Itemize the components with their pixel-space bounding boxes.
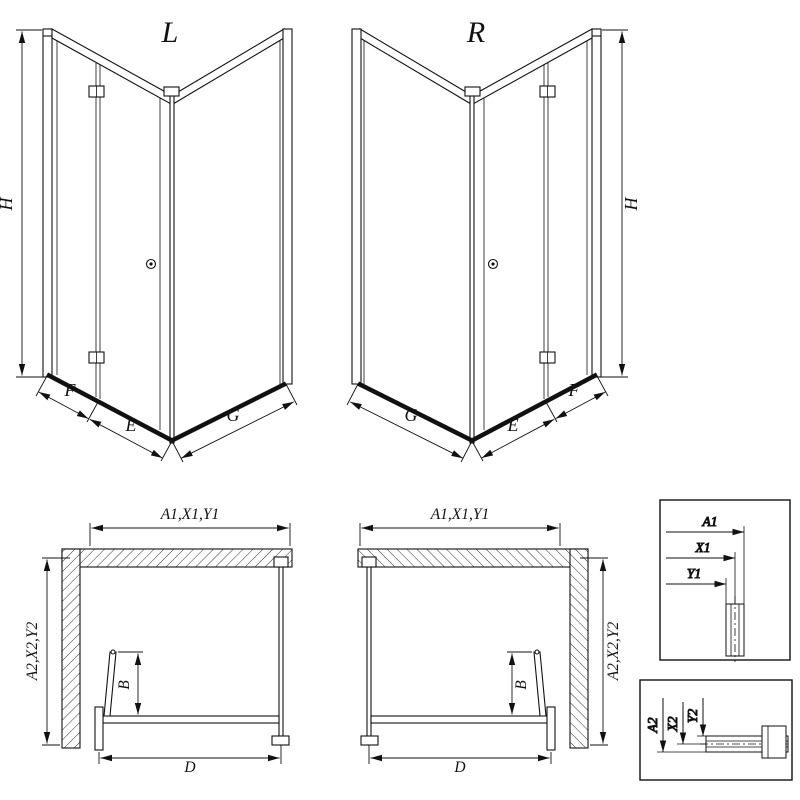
detail-label-a2: A2 — [645, 717, 660, 733]
view-l-plan: A1,X1,Y1 A2,X2,Y2 B D — [24, 506, 292, 776]
detail-label-x2: X2 — [665, 716, 680, 732]
detail-label-a1: A1 — [702, 514, 718, 529]
dim-label-b-plan-l: B — [116, 680, 133, 690]
dim-label-f-r: F — [568, 380, 581, 400]
dim-label-depth-plan-r: A2,X2,Y2 — [605, 621, 622, 681]
detail-profile-bottom: A2 X2 Y2 — [639, 679, 793, 781]
dim-label-h-l: H — [0, 197, 16, 212]
enclosure-3d-l — [16, 29, 297, 462]
view-l-title: L — [161, 16, 179, 49]
dim-label-b-plan-r: B — [513, 680, 530, 690]
dim-label-depth-plan-l: A2,X2,Y2 — [24, 621, 41, 681]
dim-label-width-plan-r: A1,X1,Y1 — [430, 506, 490, 523]
view-l-3d: L H F E G — [0, 16, 297, 462]
detail-label-y1: Y1 — [687, 566, 701, 581]
dim-label-e-r: E — [507, 415, 519, 435]
detail-label-x1: X1 — [695, 540, 711, 555]
detail-label-y2: Y2 — [685, 709, 700, 724]
dim-label-d-plan-r: D — [453, 759, 465, 776]
view-r-plan: A1,X1,Y1 A2,X2,Y2 B D — [358, 506, 622, 776]
dim-label-d-plan-l: D — [183, 759, 195, 776]
dim-label-h-r: H — [621, 197, 641, 212]
dim-label-width-plan-l: A1,X1,Y1 — [160, 506, 220, 523]
enclosure-3d-r — [347, 29, 628, 462]
view-r-3d: R H F E G — [347, 16, 641, 462]
enclosure-plan-l — [42, 523, 292, 764]
view-r-title: R — [466, 16, 485, 49]
dim-label-g-l: G — [227, 405, 240, 425]
enclosure-plan-r — [358, 523, 608, 764]
dim-label-f-l: F — [64, 380, 77, 400]
dim-label-e-l: E — [125, 415, 137, 435]
detail-profile-top: A1 X1 Y1 — [659, 499, 791, 662]
dim-label-g-r: G — [405, 405, 418, 425]
